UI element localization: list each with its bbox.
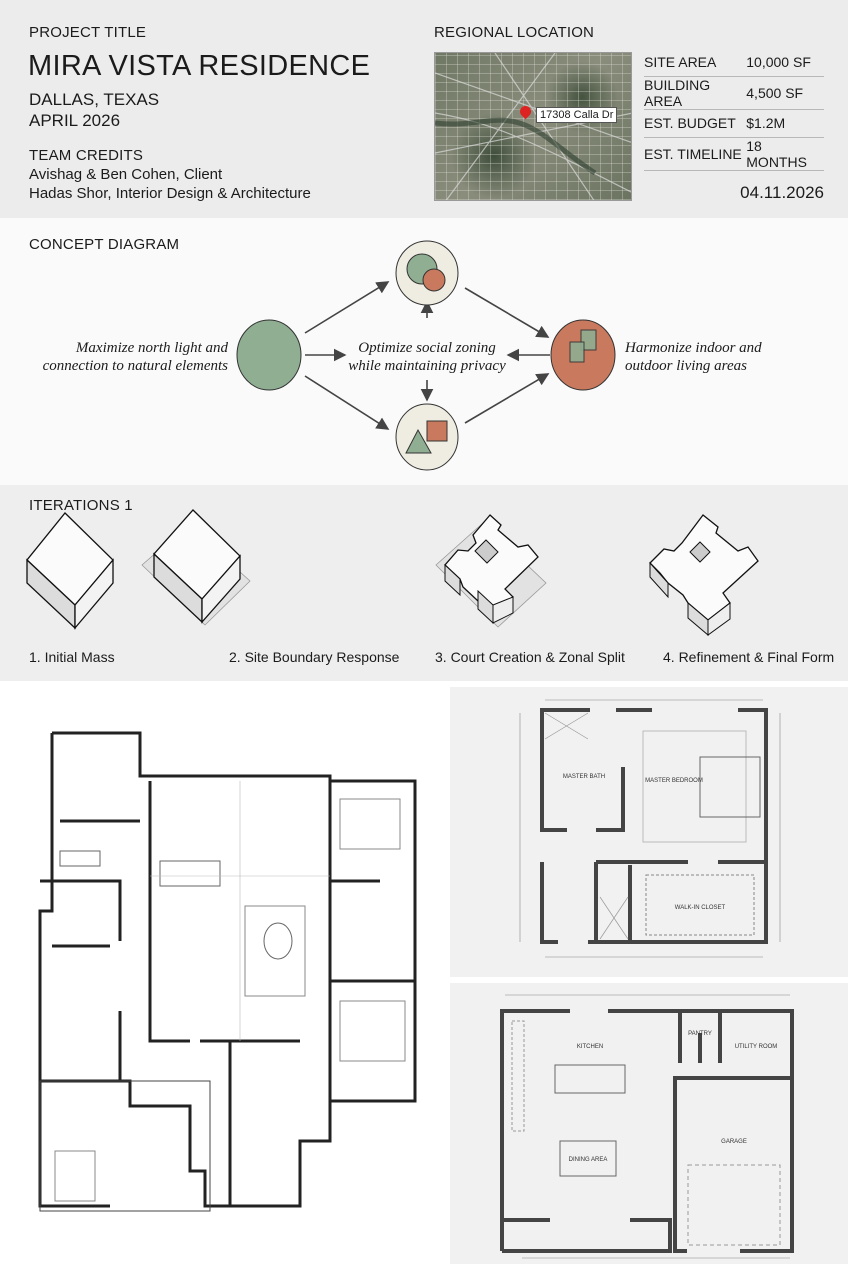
stat-label: BUILDING AREA <box>644 76 747 110</box>
room-label: PANTRY <box>688 1031 712 1037</box>
project-name: MIRA VISTA RESIDENCE <box>28 50 371 82</box>
massing-diagrams <box>26 509 759 637</box>
concept-diagram <box>236 240 616 471</box>
room-label: KITCHEN <box>577 1044 603 1050</box>
iteration-caption: 1. Initial Mass <box>29 649 115 665</box>
arrow <box>464 287 550 338</box>
room-label: DINING AREA <box>569 1157 608 1163</box>
team-member: Avishag & Ben Cohen, Client <box>29 166 223 183</box>
room-label: GARAGE <box>721 1139 747 1145</box>
stat-value: 4,500 SF <box>746 76 824 110</box>
sheet-date: 04.11.2026 <box>740 183 824 202</box>
regional-location-label: REGIONAL LOCATION <box>434 24 595 41</box>
map-marker-label: 17308 Calla Dr <box>536 107 618 123</box>
stat-label: EST. TIMELINE <box>644 137 747 171</box>
room-label: WALK-IN CLOSET <box>675 905 726 911</box>
mass-final-form <box>649 514 759 637</box>
concept-title: CONCEPT DIAGRAM <box>29 236 180 253</box>
text-line: connection to natural elements <box>42 358 228 374</box>
text-line: while maintaining privacy <box>348 358 506 374</box>
team-list: Avishag & Ben Cohen, Client Hadas Shor, … <box>29 165 311 203</box>
text-line: Maximize north light and <box>75 340 228 356</box>
iterations-title: ITERATIONS 1 <box>29 497 133 514</box>
text-line: Optimize social zoning <box>358 340 496 356</box>
project-date: APRIL 2026 <box>29 111 121 130</box>
concept-center-text: Optimize social zoning while maintaining… <box>347 339 507 375</box>
kitchen-garage-plan-panel: KITCHEN DINING AREA PANTRY UTILITY ROOM … <box>450 983 848 1264</box>
mass-initial <box>26 512 114 630</box>
room-label: MASTER BATH <box>563 774 605 780</box>
title-block: PROJECT TITLE MIRA VISTA RESIDENCE DALLA… <box>0 0 848 218</box>
nature-circle <box>236 319 302 391</box>
iteration-caption: 2. Site Boundary Response <box>229 649 400 665</box>
team-credits-label: TEAM CREDITS <box>29 147 144 164</box>
regional-map[interactable]: 17308 Calla Dr <box>434 52 632 201</box>
iteration-caption: 3. Court Creation & Zonal Split <box>435 649 625 665</box>
stat-value: $1.2M <box>746 109 824 138</box>
concept-diagram-section: CONCEPT DIAGRAM Maximize north light and… <box>0 218 848 485</box>
iteration-caption: 4. Refinement & Final Form <box>663 649 835 665</box>
stat-label: SITE AREA <box>644 48 747 77</box>
mass-court-creation <box>435 514 547 628</box>
master-suite-plan-panel: MASTER BATH MASTER BEDROOM WALK-IN CLOSE… <box>450 687 848 977</box>
mass-site-boundary <box>141 509 251 626</box>
room-label: MASTER BEDROOM <box>645 778 703 784</box>
overall-floor-plan <box>38 731 417 1212</box>
arrow <box>304 375 390 430</box>
concept-right-text: Harmonize indoor and outdoor living area… <box>625 339 762 375</box>
project-title-label: PROJECT TITLE <box>29 24 147 41</box>
text-line: outdoor living areas <box>625 358 747 374</box>
map-roads <box>435 53 631 200</box>
iterations-section: ITERATIONS 1 1. Initial Mass 2. Site Bou… <box>0 485 848 681</box>
stat-label: EST. BUDGET <box>644 109 747 138</box>
arrow <box>464 373 550 424</box>
team-member: Hadas Shor, Interior Design & Architectu… <box>29 185 311 202</box>
arrow <box>304 281 390 334</box>
stat-value: 18 MONTHS <box>746 137 824 171</box>
text-line: Harmonize indoor and <box>625 340 762 356</box>
room-label: UTILITY ROOM <box>735 1044 778 1050</box>
master-suite-plan: MASTER BATH MASTER BEDROOM WALK-IN CLOSE… <box>519 699 781 958</box>
kitchen-garage-plan: KITCHEN DINING AREA PANTRY UTILITY ROOM … <box>500 994 794 1259</box>
stat-value: 10,000 SF <box>746 48 824 77</box>
concept-left-text: Maximize north light and connection to n… <box>43 339 228 375</box>
project-location: DALLAS, TEXAS <box>29 90 160 109</box>
stat-row: EST. BUDGET$1.2M <box>644 109 824 138</box>
floor-plans-section: MASTER BATH MASTER BEDROOM WALK-IN CLOSE… <box>0 681 848 1264</box>
